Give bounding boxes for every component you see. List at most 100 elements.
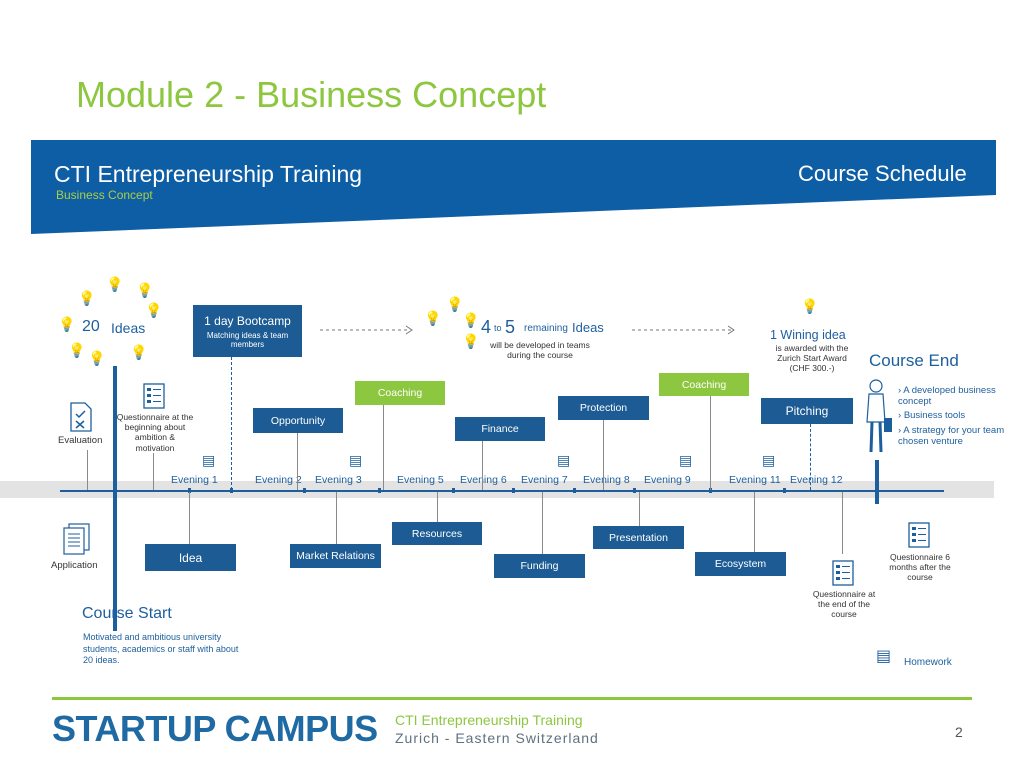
timeline-tick xyxy=(573,488,576,493)
application-label: Application xyxy=(51,560,98,571)
timeline-line xyxy=(60,490,944,492)
footer-line1: CTI Entrepreneurship Training xyxy=(395,712,583,728)
startup-campus-logo: STARTUP CAMPUS xyxy=(52,708,378,749)
homework-icon: ▤ xyxy=(762,452,776,468)
topic-ecosystem: Ecosystem xyxy=(695,552,786,576)
connector xyxy=(639,492,640,526)
slide-title: Module 2 - Business Concept xyxy=(76,74,547,115)
page-number: 2 xyxy=(955,724,963,740)
connector xyxy=(231,357,232,490)
ideas-count: 20 xyxy=(82,318,100,335)
timeline-tick xyxy=(633,488,636,493)
remaining-word: remaining xyxy=(524,323,568,334)
lightbulb-icon: 💡 xyxy=(446,296,464,312)
application-icon xyxy=(63,523,90,555)
course-end-title: Course End xyxy=(869,351,959,370)
connector xyxy=(842,492,843,554)
topic-finance: Finance xyxy=(455,417,545,441)
remaining-n2: 5 xyxy=(505,317,516,337)
homework-icon: ▤ xyxy=(876,648,892,665)
winner-text: is awarded with the Zurich Start Award (… xyxy=(775,343,849,374)
timeline-tick xyxy=(783,488,786,493)
course-start-text: Motivated and ambitious university stude… xyxy=(83,632,239,666)
ideas-label: Ideas xyxy=(111,320,146,336)
questionnaire-icon xyxy=(143,383,165,409)
topic-protection: Protection xyxy=(558,396,649,420)
homework-icon: ▤ xyxy=(349,452,363,468)
questionnaire-icon xyxy=(832,560,854,586)
timeline-tick xyxy=(188,488,191,493)
timeline-tick xyxy=(303,488,306,493)
course-end-marker xyxy=(875,460,879,504)
topic-coaching: Coaching xyxy=(355,381,445,405)
topic-market-relations: Market Relations xyxy=(290,544,381,568)
banner-title: CTI Entrepreneurship Training xyxy=(54,161,363,187)
banner-subtitle: Business Concept xyxy=(56,188,153,202)
course-end-item: › A strategy for your team chosen ventur… xyxy=(898,424,1005,447)
banner-right: Course Schedule xyxy=(798,161,967,186)
connector xyxy=(603,420,604,490)
timeline-evening: Evening 11 xyxy=(729,474,781,486)
homework-icon: ▤ xyxy=(202,452,216,468)
connector xyxy=(383,405,384,490)
lightbulb-icon: 💡 xyxy=(130,344,148,360)
lightbulb-icon: 💡 xyxy=(801,298,819,314)
lightbulb-icon: 💡 xyxy=(78,290,96,306)
lightbulb-icon: 💡 xyxy=(424,310,442,326)
homework-icon: ▤ xyxy=(557,452,571,468)
timeline-evening: Evening 8 xyxy=(583,474,630,486)
arrow-right-icon xyxy=(320,325,413,335)
person-icon xyxy=(866,379,892,453)
topic-idea: Idea xyxy=(145,544,236,571)
homework-icon: ▤ xyxy=(679,452,693,468)
course-start-marker xyxy=(113,366,117,631)
timeline-evening: Evening 2 xyxy=(255,474,302,486)
topic-funding: Funding xyxy=(494,554,585,578)
connector xyxy=(336,492,337,544)
questionnaire-6m-label: Questionnaire 6 months after the course xyxy=(889,552,951,583)
timeline-tick xyxy=(512,488,515,493)
bootcamp-text: Matching ideas & team members xyxy=(206,330,289,349)
lightbulb-icon: 💡 xyxy=(88,350,106,366)
connector xyxy=(189,492,190,544)
bootcamp-box: 1 day Bootcamp Matching ideas & team mem… xyxy=(193,305,302,357)
connector xyxy=(437,492,438,522)
remaining-ideas: Ideas xyxy=(572,320,604,335)
timeline-evening: Evening 3 xyxy=(315,474,362,486)
header-banner xyxy=(31,140,996,234)
winner-title: 1 Wining idea xyxy=(770,328,846,342)
questionnaire-end-label: Questionnaire at the end of the course xyxy=(812,589,876,620)
lightbulb-icon: 💡 xyxy=(106,276,124,292)
lightbulb-icon: 💡 xyxy=(145,302,163,318)
timeline-evening: Evening 12 xyxy=(790,474,843,486)
lightbulb-icon: 💡 xyxy=(136,282,154,298)
remaining-text: will be developed in teams during the co… xyxy=(490,340,590,361)
lightbulb-icon: 💡 xyxy=(462,333,480,349)
course-end-item: › Business tools xyxy=(898,410,966,422)
bootcamp-title: 1 day Bootcamp xyxy=(204,313,291,328)
course-end-item: › A developed business concept xyxy=(898,385,996,407)
timeline-tick xyxy=(230,488,233,493)
remaining-n1: 4 xyxy=(481,317,492,337)
course-end-list: › A developed business concept › Busines… xyxy=(898,385,1008,451)
topic-opportunity: Opportunity xyxy=(253,408,343,433)
questionnaire-icon xyxy=(908,522,930,548)
homework-label: Homework xyxy=(904,657,952,668)
footer-line2: Zurich - Eastern Switzerland xyxy=(395,730,599,746)
connector xyxy=(810,424,811,490)
timeline-evening: Evening 7 xyxy=(521,474,568,486)
topic-presentation: Presentation xyxy=(593,526,684,549)
course-start-title: Course Start xyxy=(82,605,172,622)
connector xyxy=(153,453,154,490)
remaining-to: to xyxy=(494,323,502,333)
lightbulb-icon: 💡 xyxy=(68,342,86,358)
timeline-band xyxy=(0,481,994,498)
lightbulb-icon: 💡 xyxy=(58,316,76,332)
timeline-tick xyxy=(378,488,381,493)
evaluation-icon xyxy=(70,402,92,432)
arrow-right-icon xyxy=(632,325,735,335)
evaluation-label: Evaluation xyxy=(58,435,103,446)
connector xyxy=(710,396,711,490)
timeline-evening: Evening 9 xyxy=(644,474,691,486)
topic-coaching: Coaching xyxy=(659,373,749,396)
